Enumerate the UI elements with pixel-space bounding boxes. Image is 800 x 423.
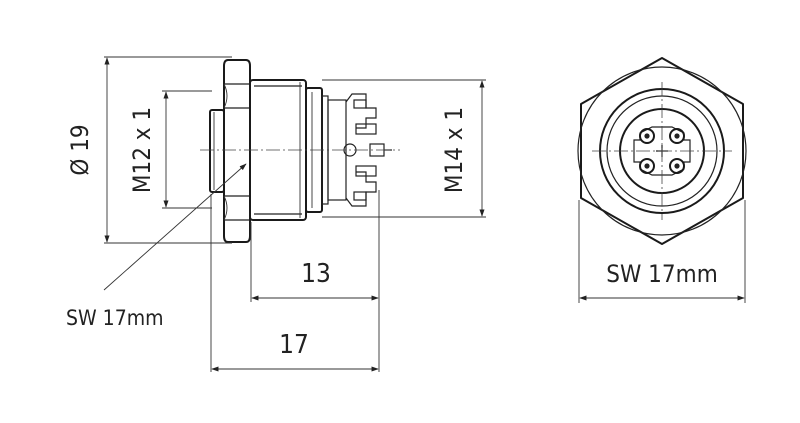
dim-label-length-17: 17 (279, 330, 309, 360)
centerline-front (592, 82, 732, 220)
hex-nut-flange (223, 59, 251, 243)
contact-pin-2 (669, 128, 685, 144)
contact-pin-4 (669, 158, 685, 174)
leader-line-wrench (103, 163, 247, 291)
extension-lines (104, 56, 486, 372)
side-view: Ø 19 M12 x 1 M14 x 1 13 17 SW 17mm (66, 56, 486, 372)
contact-pin-3 (639, 158, 655, 174)
dim-label-diameter: Ø 19 (66, 124, 94, 175)
contact-pin-1 (639, 128, 655, 144)
front-view: SW 17mm (577, 57, 747, 303)
hex-outline (577, 57, 747, 245)
extension-lines-front (578, 200, 746, 303)
dim-label-thread-right: M14 x 1 (440, 107, 468, 193)
wrench-size-side-label: SW 17mm (66, 306, 164, 330)
dim-label-thread-left: M12 x 1 (128, 107, 156, 193)
front-thread-m12 (209, 109, 225, 193)
dim-label-length-13: 13 (301, 259, 331, 289)
wrench-size-front-label: SW 17mm (606, 260, 717, 288)
